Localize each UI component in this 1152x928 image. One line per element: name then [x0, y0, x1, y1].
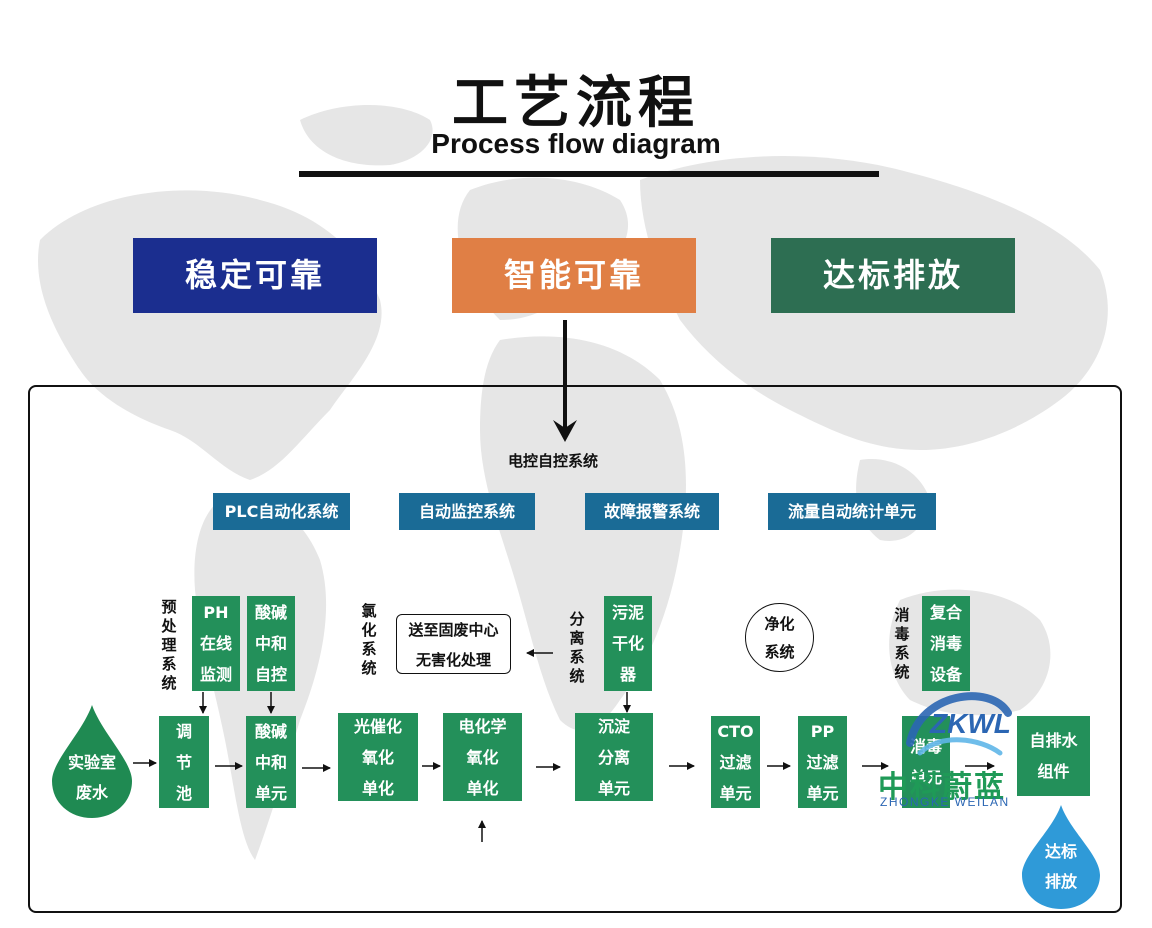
page-title: 工艺流程 — [452, 71, 700, 136]
box-sludge-dryer: 污泥 干化 器 — [604, 596, 652, 691]
step-acid-base-neutralization: 酸碱 中和 单元 — [246, 716, 296, 808]
company-name-en: ZHONGKE WEILAN — [880, 795, 1010, 809]
title-divider — [299, 171, 879, 177]
feature-stable-reliable: 稳定可靠 — [133, 238, 377, 313]
step-electrochemical-oxidation: 电化学 氧化 单化 — [443, 713, 522, 801]
step-regulating-tank: 调 节 池 — [159, 716, 209, 808]
label-separation-system: 分 离 系 统 — [569, 610, 585, 685]
source-label: 实验室 废水 — [67, 753, 116, 802]
process-panel — [28, 385, 1122, 913]
label-disinfection-system: 消 毒 系 统 — [894, 606, 910, 681]
step-photocatalytic-oxidation: 光催化 氧化 单化 — [338, 713, 418, 801]
system-flow-statistics: 流量自动统计单元 — [768, 493, 936, 530]
control-system-title: 电控自控系统 — [508, 452, 599, 470]
company-logo-swoosh — [906, 692, 1012, 756]
step-pp-filtration: PP 过滤 单元 — [798, 716, 847, 808]
feature-smart-reliable: 智能可靠 — [452, 238, 696, 313]
label-pretreatment-system: 预 处 理 系 统 — [161, 598, 177, 692]
page-subtitle: Process flow diagram — [431, 128, 721, 159]
system-plc: PLC自动化系统 — [213, 493, 350, 530]
company-logo-mark: ZKWL — [930, 708, 1011, 739]
waste-center-note: 送至固废中心 无害化处理 — [396, 614, 511, 674]
output-label: 达标 排放 — [1044, 842, 1077, 891]
feature-standard-discharge: 达标排放 — [771, 238, 1015, 313]
system-fault-alarm: 故障报警系统 — [585, 493, 719, 530]
box-acid-base-auto-control: 酸碱 中和 自控 — [247, 596, 295, 691]
box-disinfection-equipment: 复合 消毒 设备 — [922, 596, 970, 691]
step-sedimentation-separation: 沉淀 分离 单元 — [575, 713, 653, 801]
company-name-cn: 中科蔚蓝 — [878, 770, 1006, 805]
step-cto-filtration: CTO 过滤 单元 — [711, 716, 760, 808]
main-down-arrowhead — [553, 420, 577, 442]
purification-system-circle: 净化 系统 — [745, 603, 814, 672]
discharge-output-drop — [1022, 805, 1100, 909]
label-chlorination-system: 氯 化 系 统 — [361, 602, 377, 677]
system-monitoring: 自动监控系统 — [399, 493, 535, 530]
step-disinfection-unit: 消毒 单元 — [902, 716, 950, 808]
wastewater-source-drop — [52, 705, 132, 818]
step-drainage-assembly: 自排水 组件 — [1017, 716, 1090, 796]
box-ph-monitoring: PH 在线 监测 — [192, 596, 240, 691]
